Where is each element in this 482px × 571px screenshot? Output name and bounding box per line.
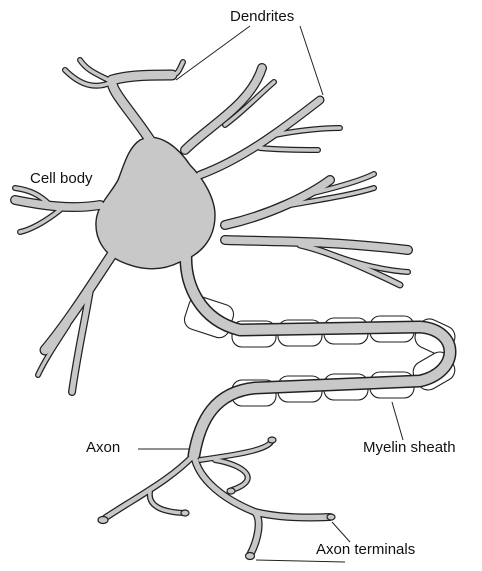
label-cell-body: Cell body bbox=[30, 171, 93, 186]
leader-lines bbox=[138, 26, 403, 562]
neuron-fill bbox=[15, 60, 450, 555]
leader-terminals-a bbox=[332, 522, 350, 542]
label-axon-terminals: Axon terminals bbox=[316, 542, 415, 557]
label-axon: Axon bbox=[86, 440, 120, 455]
label-dendrites: Dendrites bbox=[230, 9, 294, 24]
label-myelin-sheath: Myelin sheath bbox=[363, 440, 456, 455]
leader-myelin bbox=[392, 402, 403, 440]
leader-dendrites-a bbox=[176, 26, 250, 80]
leader-terminals-b bbox=[256, 560, 345, 562]
leader-dendrites-b bbox=[300, 26, 323, 95]
